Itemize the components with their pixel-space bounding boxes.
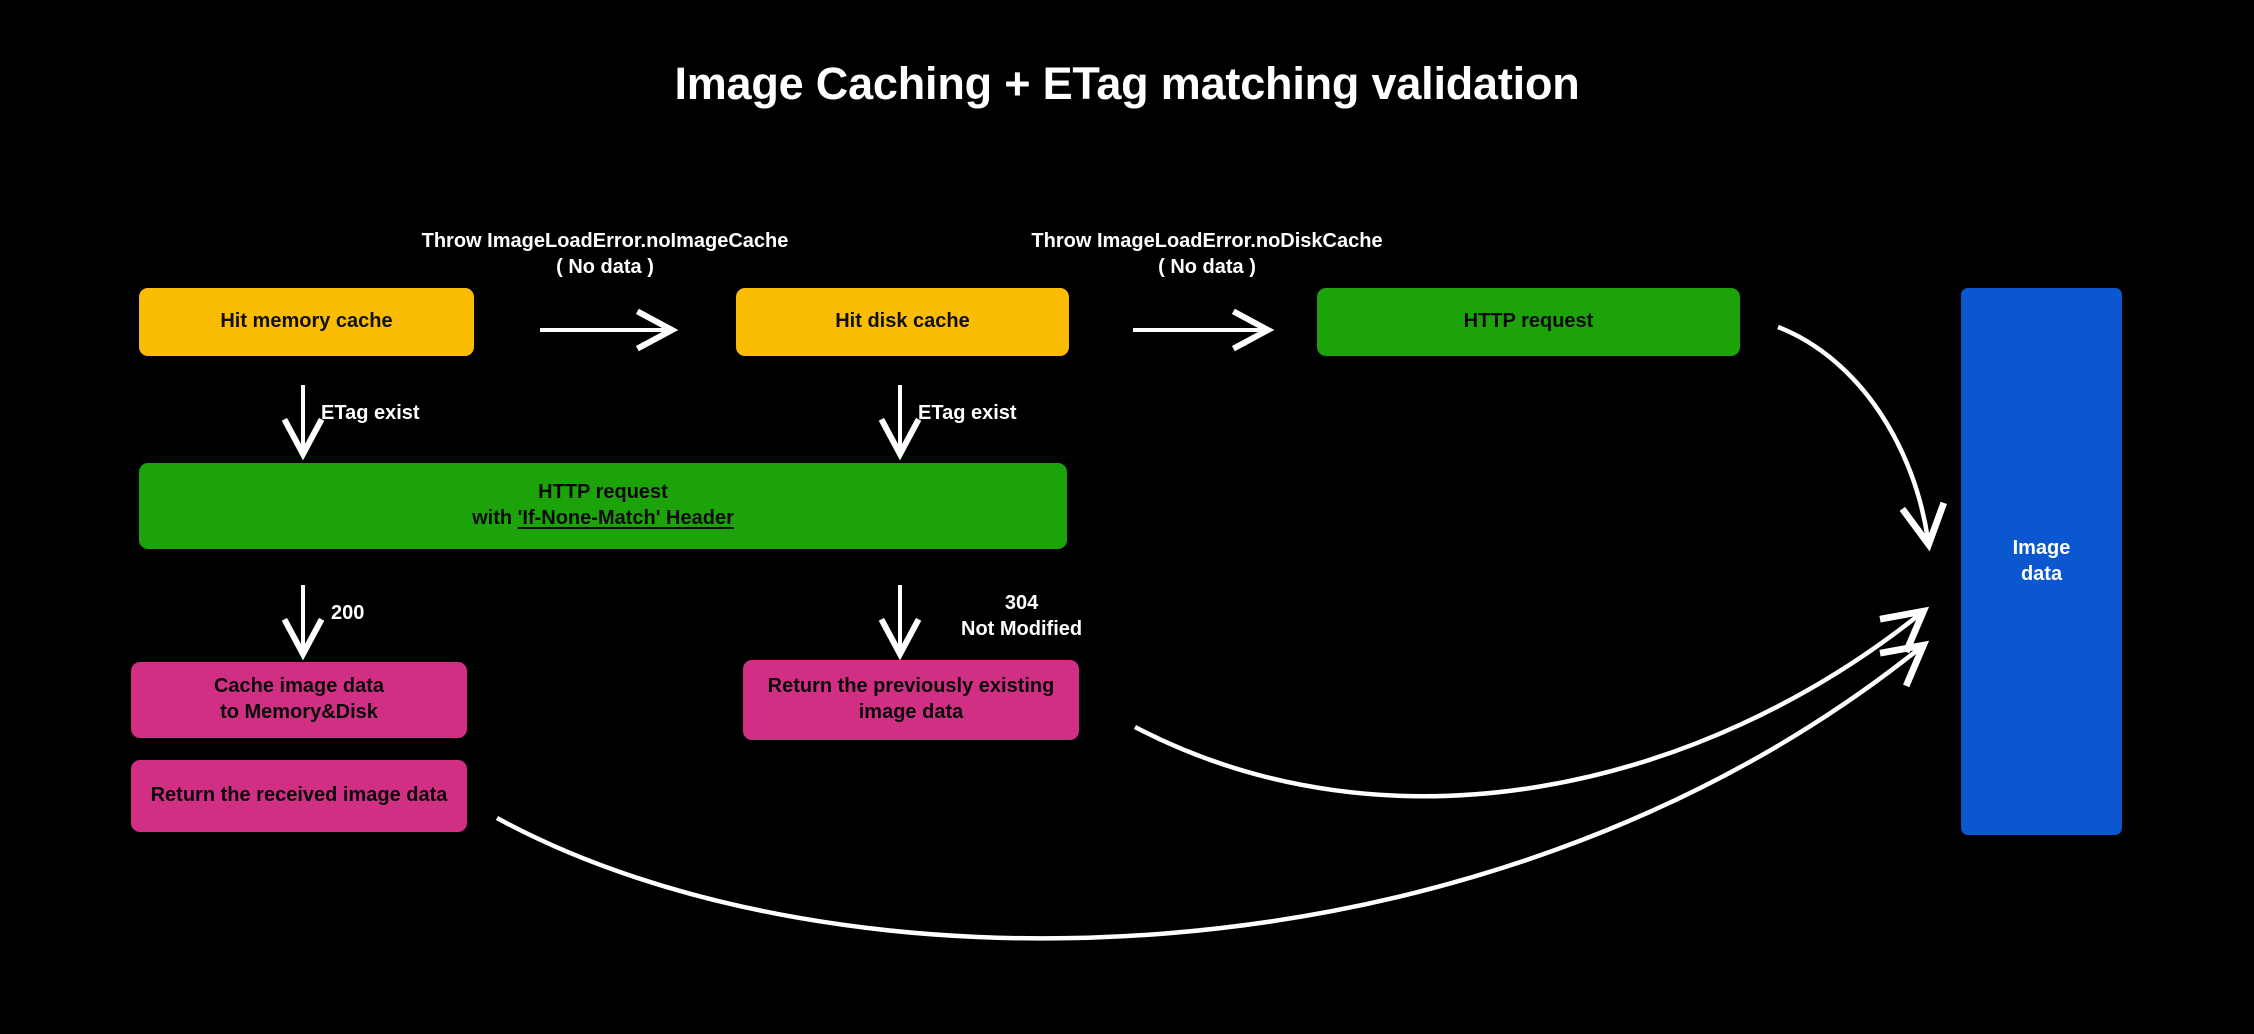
edge-label-no-image-cache: Throw ImageLoadError.noImageCache ( No d… <box>421 230 789 279</box>
node-hit-memory-cache[interactable]: Hit memory cache <box>139 288 474 356</box>
node-hit-disk-cache[interactable]: Hit disk cache <box>736 288 1069 356</box>
http-inm-line-1: HTTP request <box>538 481 668 504</box>
edge-label-status-200: 200 <box>331 602 365 624</box>
node-http-request-if-none-match[interactable]: HTTP request with 'If-None-Match' Header <box>139 463 1067 549</box>
http-inm-header-name: 'If-None-Match' Header <box>517 507 734 529</box>
node-return-received-image-data[interactable]: Return the received image data <box>131 760 467 832</box>
node-http-request[interactable]: HTTP request <box>1317 288 1740 356</box>
node-image-data[interactable]: Image data <box>1961 288 2122 835</box>
http-inm-line-2: with 'If-None-Match' Header <box>472 506 734 532</box>
edge-label-no-disk-cache: Throw ImageLoadError.noDiskCache ( No da… <box>1031 230 1383 279</box>
arrow-return-recv-to-image-data <box>495 640 1930 941</box>
edge-label-etag-exist-disk: ETag exist <box>918 402 1017 424</box>
page-title: Image Caching + ETag matching validation <box>674 58 1580 109</box>
http-inm-with-prefix: with <box>472 507 518 529</box>
node-return-previously-existing-image-data[interactable]: Return the previously existing image dat… <box>743 660 1079 740</box>
arrow-http-to-image-data <box>1777 324 1947 552</box>
node-cache-image-data[interactable]: Cache image data to Memory&Disk <box>131 662 467 738</box>
arrow-return-prev-to-image-data <box>1133 606 1930 799</box>
edge-label-etag-exist-memory: ETag exist <box>321 402 420 424</box>
edge-label-status-304: 304 Not Modified <box>961 592 1083 641</box>
